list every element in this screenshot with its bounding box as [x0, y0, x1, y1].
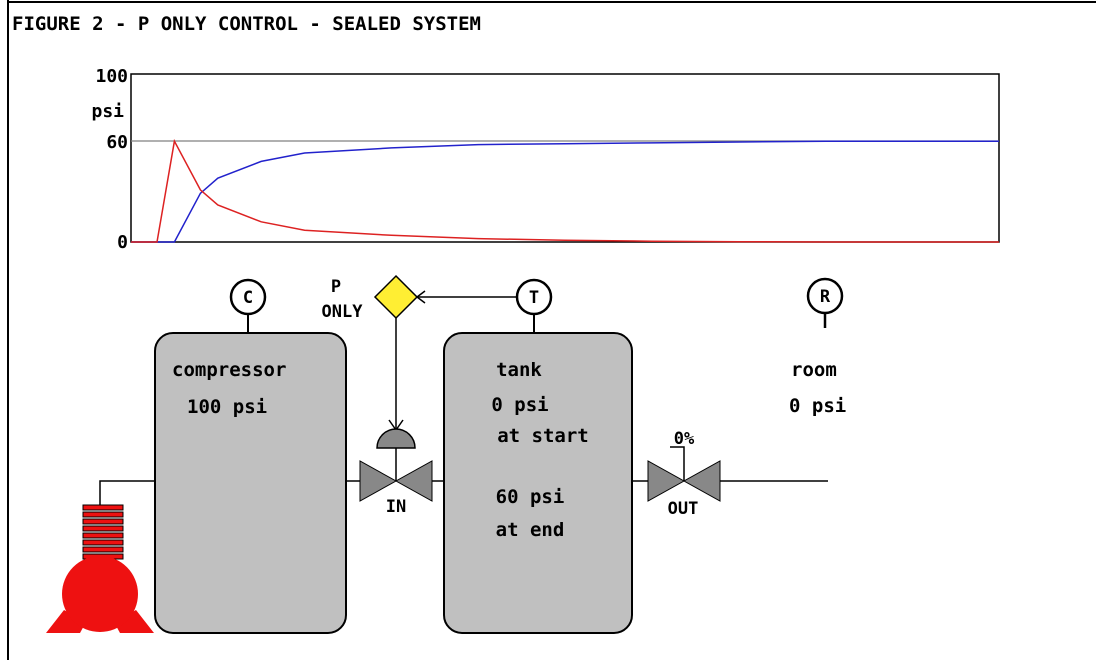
gauge-t-label: T [529, 288, 539, 308]
y-unit-label: psi [91, 101, 124, 122]
motor-fin [82, 504, 124, 511]
room: R room 0 psi [789, 277, 846, 417]
motor-body [62, 556, 138, 632]
tank-name: tank [496, 359, 542, 381]
valve-out-left-half [647, 460, 686, 502]
tank-shape [443, 332, 633, 634]
compressor-motor-icon [46, 504, 154, 633]
compressor-vessel: C compressor 100 psi [154, 278, 347, 634]
controller-diamond-icon [373, 274, 419, 320]
chart-plot-area [130, 73, 1000, 243]
tank-end-label: at end [496, 519, 565, 541]
gauge-c-label: C [243, 288, 253, 308]
valve-out-handle [670, 446, 685, 481]
figure-title: FIGURE 2 - P ONLY CONTROL - SEALED SYSTE… [12, 13, 481, 35]
valve-in-right-half [394, 460, 433, 502]
controller-label-p: P [331, 277, 341, 297]
pressure-chart: 100 psi 60 0 [91, 66, 1000, 253]
tank-start-pressure: 0 psi [491, 394, 548, 416]
series-tank-pressure-line [131, 140, 999, 243]
gauge-t-icon [515, 278, 553, 316]
tank-vessel: T tank 0 psi at start 60 psi at end [443, 278, 633, 634]
motor-fin [82, 525, 124, 532]
valve-in-left-half [359, 460, 398, 502]
tank-start-label: at start [497, 425, 589, 447]
compressor-pressure: 100 psi [187, 396, 267, 418]
gauge-r-label: R [820, 287, 831, 307]
room-name: room [791, 359, 837, 381]
series-error-line [131, 138, 999, 243]
y-tick-60: 60 [106, 132, 128, 153]
motor-left-foot [46, 610, 86, 633]
valve-in-label: IN [386, 497, 406, 517]
valve-actuator-icon [376, 428, 416, 449]
piping [99, 480, 828, 507]
y-tick-100: 100 [95, 66, 128, 87]
inlet-control-valve: IN [359, 428, 433, 517]
y-tick-0: 0 [117, 232, 128, 253]
motor-fin [82, 511, 124, 518]
gauge-c-icon [229, 278, 267, 316]
compressor-tank-shape [154, 332, 347, 634]
motor-fin [82, 532, 124, 539]
room-pressure: 0 psi [789, 395, 846, 417]
valve-out-right-half [682, 460, 721, 502]
motor-fin [82, 518, 124, 525]
gauge-r-icon [806, 277, 844, 315]
valve-out-opening: 0% [674, 429, 695, 449]
tank-end-pressure: 60 psi [496, 486, 565, 508]
motor-fin [82, 539, 124, 546]
controller-label-only: ONLY [322, 302, 364, 322]
outlet-manual-valve: 0% OUT [647, 429, 721, 519]
motor-fin [82, 546, 124, 553]
pipe-motor-to-compressor [99, 480, 155, 507]
motor-right-foot [114, 610, 154, 633]
valve-out-label: OUT [668, 499, 699, 519]
compressor-name: compressor [172, 359, 286, 381]
p-only-controller: P ONLY [322, 274, 419, 322]
